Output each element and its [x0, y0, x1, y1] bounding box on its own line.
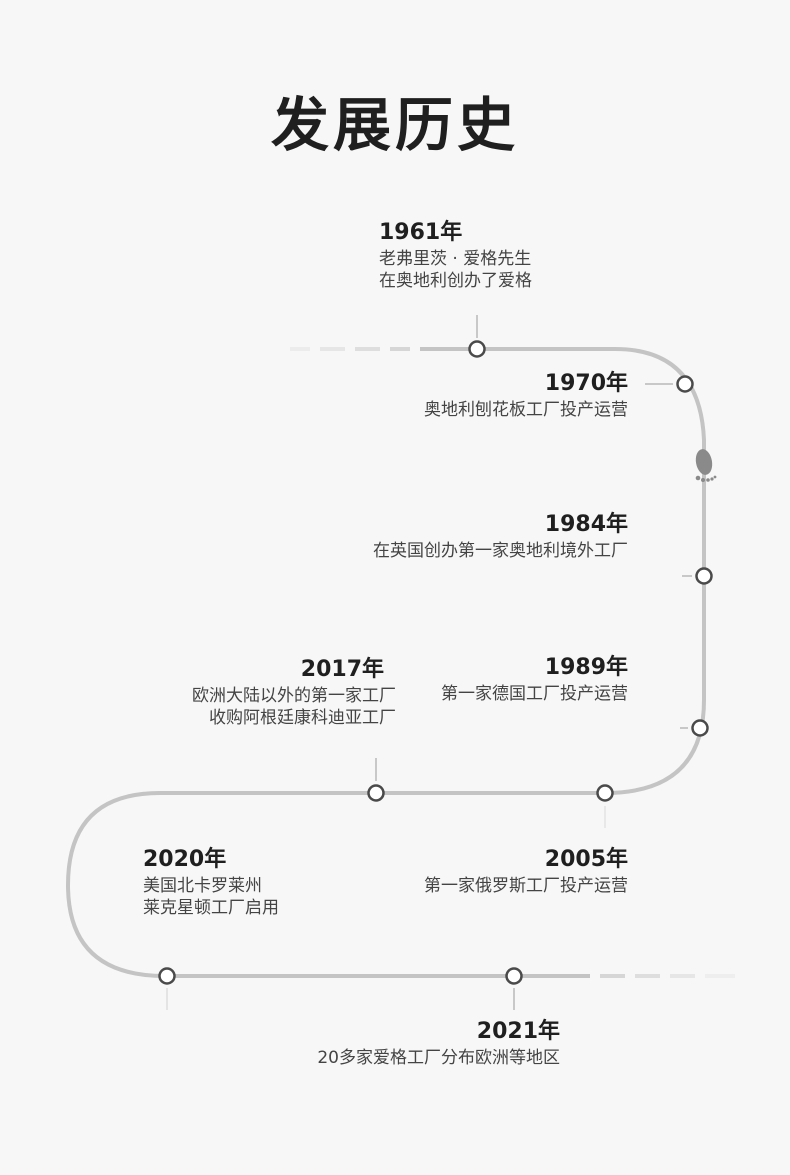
event-1984: 1984年 在英国创办第一家奥地利境外工厂: [373, 510, 628, 562]
node-2017: [367, 784, 385, 802]
event-description: 美国北卡罗莱州: [143, 876, 262, 896]
event-2005: 2005年 第一家俄罗斯工厂投产运营: [424, 845, 628, 897]
event-description: 第一家俄罗斯工厂投产运营: [424, 876, 628, 896]
event-description: 奥地利刨花板工厂投产运营: [424, 400, 628, 420]
event-year: 2005年: [544, 847, 628, 872]
event-year: 2020年: [143, 847, 227, 872]
event-year: 2017年: [300, 657, 384, 682]
node-1984: [695, 567, 713, 585]
event-1961: 1961年 老弗里茨 · 爱格先生 在奥地利创办了爱格: [379, 218, 532, 292]
footprint-icon: [695, 449, 717, 482]
event-description: 老弗里茨 · 爱格先生: [379, 249, 532, 269]
event-1989: 1989年 第一家德国工厂投产运营: [441, 653, 628, 705]
event-year: 1984年: [544, 512, 628, 537]
node-2005: [596, 784, 614, 802]
timeline-nodes: [158, 340, 713, 985]
node-2020: [158, 967, 176, 985]
event-description: 在奥地利创办了爱格: [379, 271, 532, 291]
event-year: 2021年: [476, 1019, 560, 1044]
node-2021: [505, 967, 523, 985]
node-1989: [691, 719, 709, 737]
event-2017: 2017年 欧洲大陆以外的第一家工厂 收购阿根廷康科迪亚工厂: [192, 655, 396, 729]
event-2021: 2021年 20多家爱格工厂分布欧洲等地区: [317, 1017, 560, 1069]
node-1970: [676, 375, 694, 393]
node-1961: [468, 340, 486, 358]
event-description: 欧洲大陆以外的第一家工厂: [192, 686, 396, 706]
event-year: 1970年: [544, 371, 628, 396]
page-title: 发展历史: [270, 91, 519, 159]
tick-connectors: [166, 315, 692, 1010]
event-year: 1961年: [379, 220, 463, 245]
event-year: 1989年: [544, 655, 628, 680]
event-description: 第一家德国工厂投产运营: [441, 684, 628, 704]
event-description: 20多家爱格工厂分布欧洲等地区: [317, 1048, 560, 1068]
event-description: 莱克星顿工厂启用: [143, 898, 279, 918]
event-description: 收购阿根廷康科迪亚工厂: [209, 708, 396, 728]
event-description: 在英国创办第一家奥地利境外工厂: [373, 541, 628, 561]
event-2020: 2020年 美国北卡罗莱州 莱克星顿工厂启用: [143, 845, 279, 919]
event-1970: 1970年 奥地利刨花板工厂投产运营: [424, 369, 628, 421]
